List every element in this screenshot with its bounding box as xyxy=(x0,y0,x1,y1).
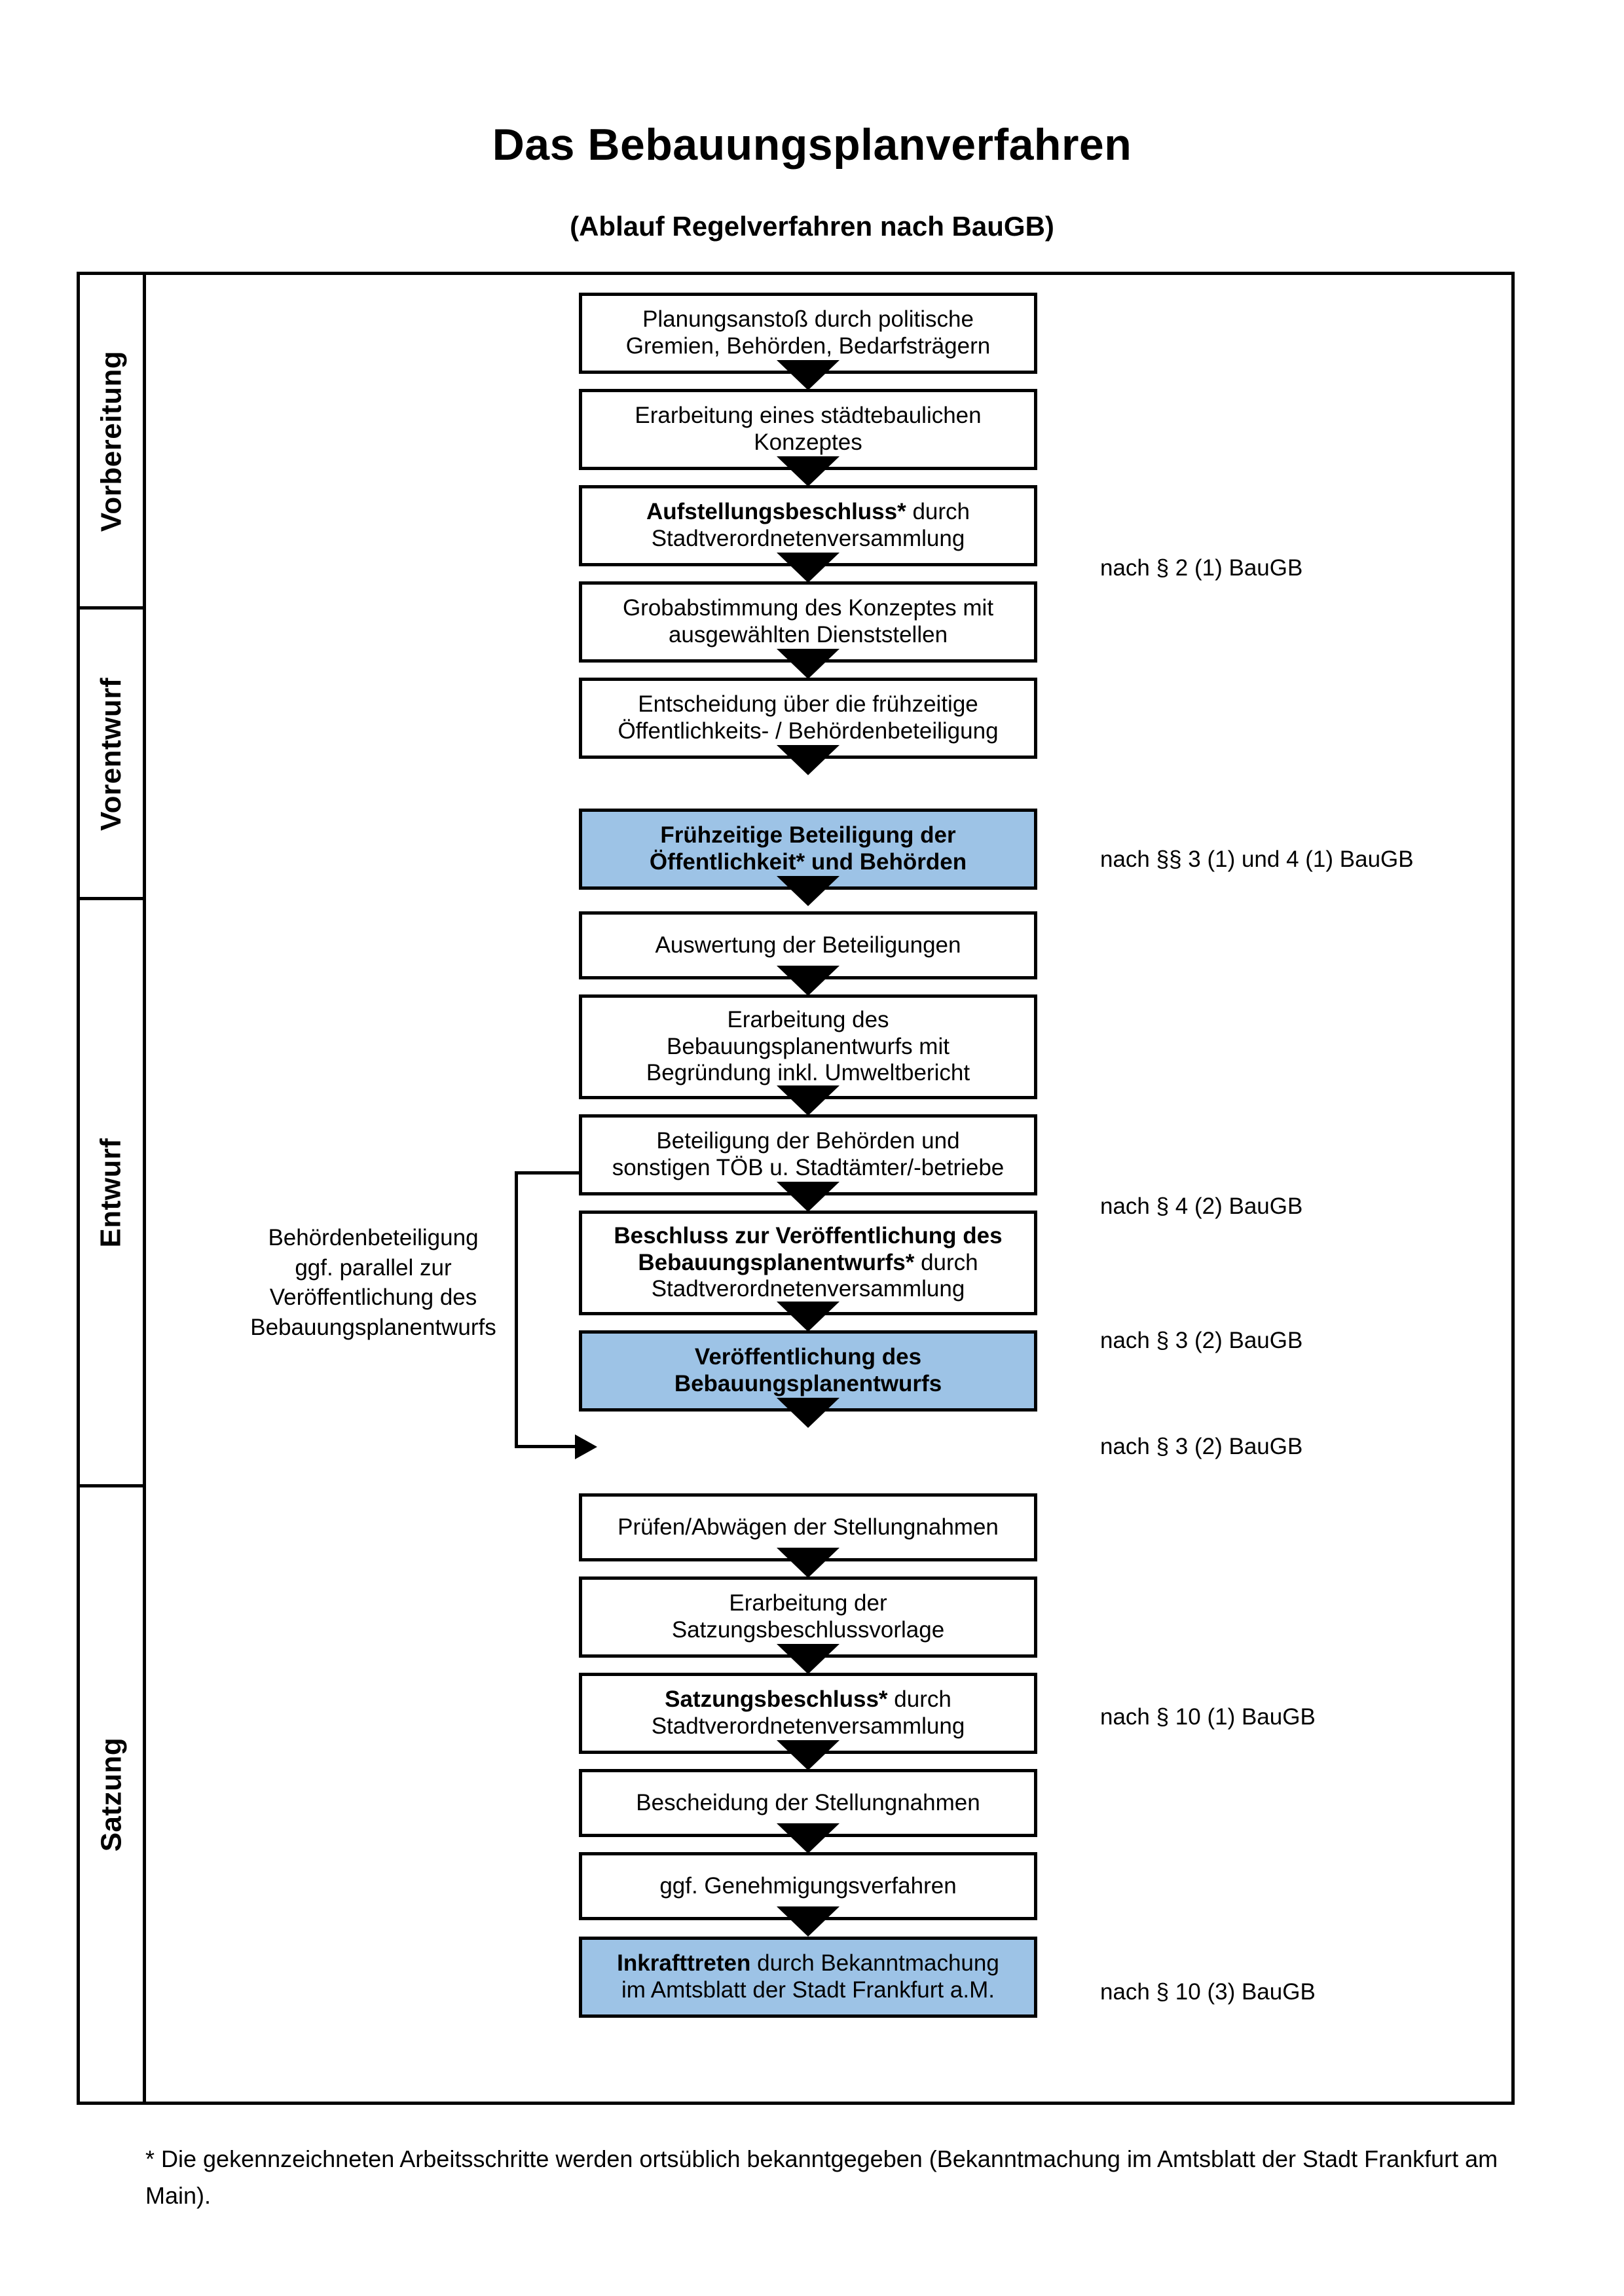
node-line-3: Stadtverordnetenversammlung xyxy=(651,1276,965,1302)
page-subtitle: (Ablauf Regelverfahren nach BauGB) xyxy=(570,211,1054,242)
node-bold-text: Veröffentlichung des xyxy=(694,1344,922,1370)
node-line-2: Gremien, Behörden, Bedarfsträgern xyxy=(625,333,991,359)
node-line-1: ggf. Genehmigungsverfahren xyxy=(659,1872,957,1899)
arrow-12 xyxy=(777,1548,840,1578)
bracket-top-segment xyxy=(515,1171,587,1175)
node-beschluss-veroeffentlichung[interactable]: Beschluss zur Veröffentlichung des Bebau… xyxy=(579,1211,1037,1315)
node-bold-text-2: Bebauungsplanentwurfs xyxy=(674,1371,942,1396)
legal-ref-par4-2: nach § 4 (2) BauGB xyxy=(1100,1194,1303,1219)
node-erarbeitung-entwurf[interactable]: Erarbeitung des Bebauungsplanentwurfs mi… xyxy=(579,994,1037,1099)
legal-ref-par10-1: nach § 10 (1) BauGB xyxy=(1100,1704,1316,1730)
bracket-bottom-segment xyxy=(515,1445,579,1448)
arrow-7 xyxy=(777,966,840,996)
node-line-3: Begründung inkl. Umweltbericht xyxy=(646,1060,970,1086)
node-line-2: Öffentlichkeits- / Behördenbeteiligung xyxy=(618,718,999,744)
side-note-line-3: Veröffentlichung des xyxy=(269,1285,477,1310)
node-line-1: Prüfen/Abwägen der Stellungnahmen xyxy=(618,1514,999,1540)
node-planungsanstoss[interactable]: Planungsanstoß durch politische Gremien,… xyxy=(579,293,1037,374)
page-title: Das Bebauungsplanverfahren xyxy=(492,120,1132,170)
node-line-2: im Amtsblatt der Stadt Frankfurt a.M. xyxy=(621,1977,995,2003)
phase-label-text: Vorentwurf xyxy=(95,677,127,831)
arrow-11 xyxy=(777,1398,840,1428)
arrow-8 xyxy=(777,1085,840,1116)
bracket-vertical xyxy=(515,1171,518,1448)
arrow-1 xyxy=(777,360,840,390)
node-line-2: Konzeptes xyxy=(754,429,862,455)
label-column-divider xyxy=(143,272,146,2105)
node-grobabstimmung[interactable]: Grobabstimmung des Konzeptes mit ausgewä… xyxy=(579,581,1037,663)
phase-label-text: Satzung xyxy=(95,1737,128,1852)
bracket-arrow-head xyxy=(575,1434,597,1459)
node-bold-text: Aufstellungsbeschluss* xyxy=(646,499,906,525)
node-line-2: ausgewählten Dienststellen xyxy=(668,622,948,647)
node-line-1: durch Bekanntmachung xyxy=(750,1950,999,1977)
phase-label-text: Vorbereitung xyxy=(95,350,127,532)
node-line-1: Entscheidung über die frühzeitige xyxy=(638,691,978,718)
phase-label-text: Entwurf xyxy=(95,1138,128,1248)
node-line-1: Planungsanstoß durch politische xyxy=(642,306,974,333)
node-entscheidung[interactable]: Entscheidung über die frühzeitige Öffent… xyxy=(579,678,1037,759)
node-bold-text-2: Öffentlichkeit* und Behörden xyxy=(649,849,967,875)
node-line-1: durch xyxy=(887,1686,951,1713)
legal-ref-par3-2b: nach § 3 (2) BauGB xyxy=(1100,1434,1303,1459)
phase-label-entwurf: Entwurf xyxy=(80,900,143,1485)
arrow-3 xyxy=(777,553,840,583)
legal-ref-par2-1: nach § 2 (1) BauGB xyxy=(1100,555,1303,581)
arrow-2 xyxy=(777,456,840,486)
node-inkrafttreten[interactable]: Inkrafttreten durch Bekanntmachung im Am… xyxy=(579,1937,1037,2018)
side-note-behoerdenbeteiligung: Behördenbeteiligung ggf. parallel zur Ve… xyxy=(203,1223,544,1342)
node-veroeffentlichung[interactable]: Veröffentlichung des Bebauungsplanentwur… xyxy=(579,1330,1037,1412)
arrow-14 xyxy=(777,1740,840,1770)
node-line-2: durch xyxy=(914,1249,978,1275)
legal-ref-par3-2a: nach § 3 (2) BauGB xyxy=(1100,1328,1303,1353)
arrow-10 xyxy=(777,1302,840,1332)
node-line-1: durch xyxy=(906,499,970,525)
node-line-1: Beteiligung der Behörden und xyxy=(656,1128,960,1154)
node-bold-text: Satzungsbeschluss* xyxy=(665,1686,888,1713)
node-line-2: Satzungsbeschlussvorlage xyxy=(671,1617,945,1643)
side-note-line-2: ggf. parallel zur xyxy=(295,1254,452,1281)
arrow-9 xyxy=(777,1182,840,1212)
footnote: * Die gekennzeichneten Arbeitsschritte w… xyxy=(145,2145,1498,2209)
arrow-15 xyxy=(777,1823,840,1853)
arrow-6 xyxy=(777,876,840,906)
legal-ref-par10-3: nach § 10 (3) BauGB xyxy=(1100,1979,1316,2005)
node-line-1: Auswertung der Beteiligungen xyxy=(655,932,961,958)
arrow-13 xyxy=(777,1644,840,1674)
node-bold-text: Frühzeitige Beteiligung der xyxy=(660,822,956,848)
node-bold-text-2: Bebauungsplanentwurfs* xyxy=(638,1249,915,1275)
phase-separator-1 xyxy=(77,606,146,610)
phase-separator-2 xyxy=(77,897,146,900)
node-line-2: sonstigen TÖB u. Stadtämter/-betriebe xyxy=(612,1155,1005,1180)
node-line-1: Erarbeitung eines städtebaulichen xyxy=(635,403,982,429)
phase-label-satzung: Satzung xyxy=(80,1487,143,2102)
node-line-2: Stadtverordnetenversammlung xyxy=(651,1713,965,1739)
node-line-1: Bescheidung der Stellungnahmen xyxy=(636,1789,980,1815)
side-note-line-4: Bebauungsplanentwurfs xyxy=(250,1314,496,1340)
node-line-2: Stadtverordnetenversammlung xyxy=(651,526,965,551)
phase-label-vorentwurf: Vorentwurf xyxy=(80,610,143,898)
node-line-1: Grobabstimmung des Konzeptes mit xyxy=(622,595,994,621)
phase-separator-3 xyxy=(77,1484,146,1487)
node-line-1: Erarbeitung der xyxy=(729,1590,887,1616)
arrow-4 xyxy=(777,649,840,679)
node-line-1: Erarbeitung des xyxy=(727,1006,889,1032)
arrow-5 xyxy=(777,745,840,775)
node-bold-text: Beschluss zur Veröffentlichung des xyxy=(614,1222,1003,1248)
node-line-2: Bebauungsplanentwurfs mit xyxy=(667,1033,950,1059)
side-note-line-1: Behördenbeteiligung xyxy=(268,1225,479,1250)
arrow-16 xyxy=(777,1906,840,1937)
phase-label-vorbereitung: Vorbereitung xyxy=(80,275,143,608)
legal-ref-par3-4-1: nach §§ 3 (1) und 4 (1) BauGB xyxy=(1100,847,1414,872)
node-bold-text: Inkrafttreten xyxy=(617,1950,751,1977)
node-aufstellungsbeschluss[interactable]: Aufstellungsbeschluss* durch Stadtverord… xyxy=(579,485,1037,566)
